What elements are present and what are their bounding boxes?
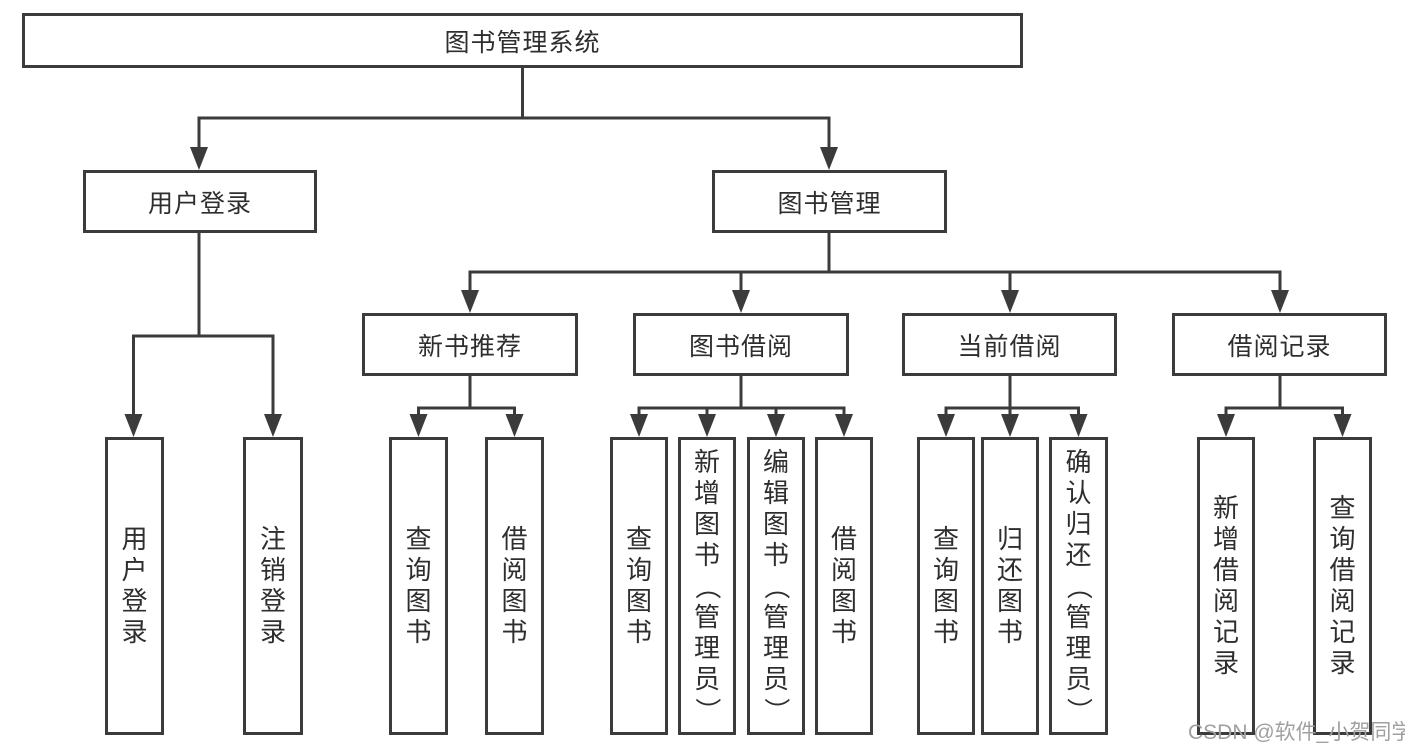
leaf-borrow-books-recommend: 借阅图书 [485,437,544,735]
arrowhead [937,414,955,437]
wire-user-login-split [132,233,275,416]
arrowhead [1217,414,1235,437]
node-user-login: 用户登录 [83,170,317,233]
node-library-system: 图书管理系统 [22,13,1023,68]
arrowhead [698,414,716,437]
arrowhead [1271,290,1289,313]
node-book-borrowing: 图书借阅 [633,313,849,376]
arrowhead [732,290,750,313]
arrowhead [190,147,208,170]
wire-book-management-split [468,233,1282,292]
wire-recommendation-split [417,376,516,416]
leaf-add-book-admin: 新增图书（管理员） [678,437,736,735]
arrowhead [124,414,143,437]
leaf-borrow-books-borrowing: 借阅图书 [815,437,873,735]
leaf-edit-book-admin: 编辑图书（管理员） [747,437,805,735]
node-borrowing-records: 借阅记录 [1172,313,1387,376]
csdn-watermark: CSDN @软件_小贺同学 [1188,721,1405,744]
arrowhead [1333,414,1352,437]
wire-root-split [197,68,831,149]
leaf-query-books-current: 查询图书 [917,437,975,735]
leaf-user-login: 用户登录 [105,437,164,735]
leaf-query-borrow-record: 查询借阅记录 [1313,437,1372,735]
arrowhead [820,147,838,170]
arrowhead [264,414,282,437]
arrowhead [767,414,785,437]
wire-records-split [1224,376,1344,416]
wire-borrowing-split [637,376,846,416]
node-book-management: 图书管理 [712,170,947,233]
leaf-add-borrow-record: 新增借阅记录 [1197,437,1255,735]
arrowhead [1069,414,1088,437]
arrowhead [409,414,428,437]
leaf-confirm-return-admin: 确认归还（管理员） [1049,437,1108,735]
wire-current-borrowing-split [944,376,1080,416]
arrowhead [505,414,524,437]
arrowhead [1001,414,1019,437]
arrowhead [835,414,853,437]
node-current-borrowing: 当前借阅 [902,313,1117,376]
leaf-logout: 注销登录 [243,437,303,735]
leaf-return-book: 归还图书 [981,437,1039,735]
arrowhead [630,414,648,437]
leaf-query-books-borrowing: 查询图书 [610,437,668,735]
arrowhead [1001,290,1019,313]
arrowhead [461,290,479,313]
node-new-book-recommendation: 新书推荐 [362,313,578,376]
leaf-query-books-recommend: 查询图书 [389,437,448,735]
